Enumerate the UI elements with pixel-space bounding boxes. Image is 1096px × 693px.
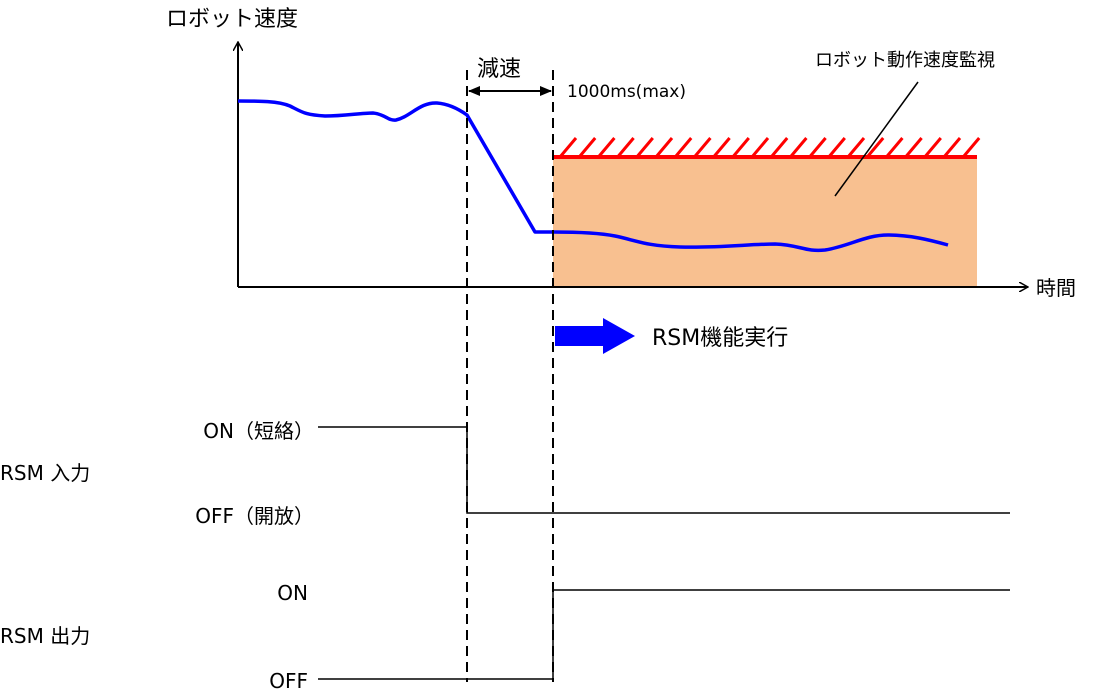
hatch-mark	[770, 137, 789, 158]
hatch-mark	[674, 137, 693, 158]
hatch-mark	[942, 137, 962, 158]
speed-limit-hatch	[558, 137, 981, 158]
hatch-mark	[904, 137, 923, 158]
hatch-mark	[731, 137, 750, 158]
y-axis-label: ロボット速度	[166, 7, 298, 32]
decel-time-label: 1000ms(max)	[567, 82, 686, 102]
hatch-mark	[750, 137, 770, 158]
hatch-mark	[616, 137, 635, 158]
rsm-output-signal	[318, 589, 1010, 680]
monitor-label: ロボット動作速度監視	[815, 50, 995, 71]
decel-label: 減速	[477, 57, 521, 82]
hatch-mark	[789, 137, 808, 158]
hatch-mark	[962, 137, 981, 158]
hatch-mark	[635, 137, 654, 158]
rsm-input-signal	[318, 426, 1010, 514]
x-axis-label: 時間	[1036, 276, 1076, 300]
hatch-mark	[712, 137, 731, 158]
hatch-mark	[693, 137, 712, 158]
hatch-mark	[885, 137, 904, 158]
hatch-mark	[866, 137, 885, 158]
rsm-exec-label: RSM機能実行	[652, 326, 788, 351]
rsm-input-on-label: ON（短絡）	[203, 419, 314, 443]
hatch-mark	[846, 137, 866, 158]
rsm-input-label: RSM 入力	[0, 461, 90, 485]
hatch-mark	[923, 137, 942, 158]
rsm-output-label: RSM 出力	[0, 624, 90, 648]
rsm-output-on-label: ON	[277, 581, 308, 605]
speed-monitor-region	[553, 157, 977, 287]
monitor-leader-line	[834, 81, 919, 197]
hatch-mark	[558, 137, 578, 158]
rsm-output-off-label: OFF	[269, 669, 308, 693]
hatch-mark	[597, 137, 616, 158]
rsm-exec-arrow-icon	[555, 318, 635, 354]
rsm-input-off-label: OFF（開放）	[195, 504, 314, 528]
hatch-mark	[654, 137, 674, 158]
hatch-mark	[578, 137, 597, 158]
hatch-mark	[827, 137, 846, 158]
hatch-mark	[808, 137, 827, 158]
